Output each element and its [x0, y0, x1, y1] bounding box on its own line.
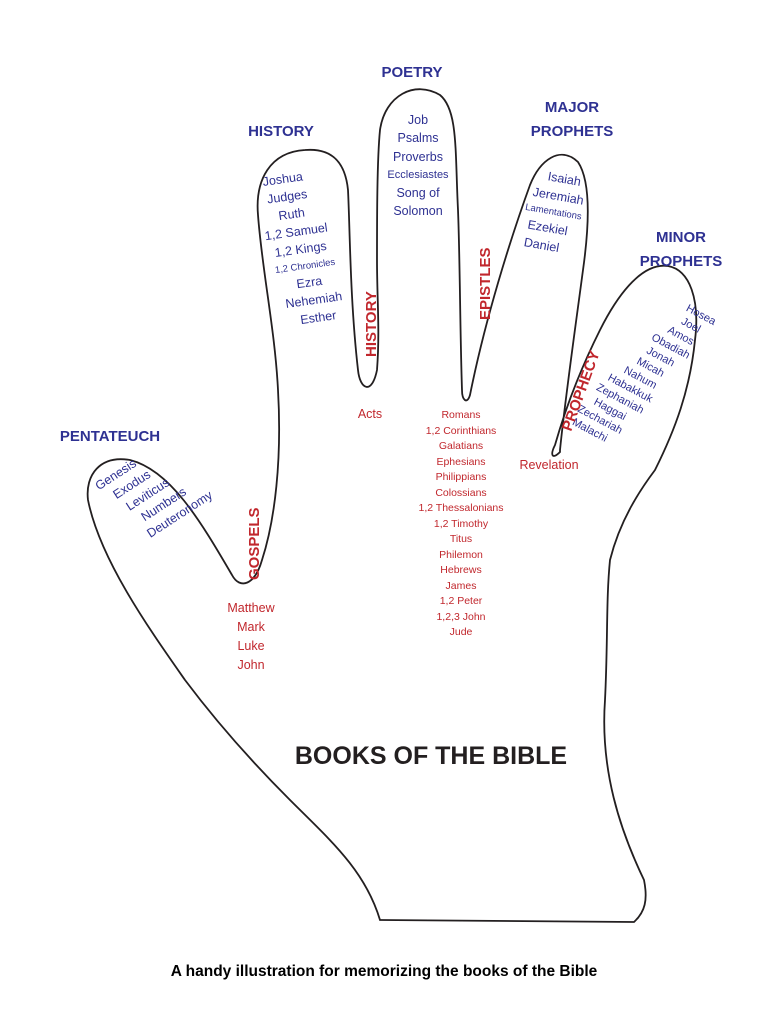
book-ezekiel: Ezekiel [527, 218, 569, 239]
book-ezra: Ezra [296, 274, 323, 291]
poetry-books: Job Psalms Proverbs Ecclesiastes Song of… [387, 113, 449, 218]
book-ruth: Ruth [278, 206, 306, 224]
gospels-label: GOSPELS [246, 507, 263, 580]
book-luke: Luke [237, 639, 264, 653]
book-romans: Romans [441, 409, 480, 421]
major-prophets-label-line2: PROPHETS [531, 123, 614, 140]
book-hebrews: Hebrews [440, 564, 481, 576]
history-books: Joshua Judges Ruth 1,2 Samuel 1,2 Kings … [262, 169, 343, 327]
book-ephesians: Ephesians [436, 456, 485, 468]
book-john: John [237, 658, 264, 672]
nt-history-label: HISTORY [363, 291, 380, 357]
book-judges: Judges [266, 187, 308, 206]
pentateuch-books: Genesis Exodus Leviticus Numbers Deutero… [93, 456, 216, 540]
book-mark: Mark [237, 620, 266, 634]
minor-prophets-label-line1: MINOR [656, 229, 706, 246]
gospels-books: Matthew Mark Luke John [227, 601, 275, 672]
book-philemon: Philemon [439, 549, 483, 561]
book-proverbs: Proverbs [393, 150, 443, 164]
book-song-of: Song of [396, 186, 440, 200]
book-acts: Acts [358, 407, 382, 421]
book-chronicles: 1,2 Chronicles [274, 257, 336, 276]
book-matthew: Matthew [227, 601, 275, 615]
minor-prophets-label-line2: PROPHETS [640, 253, 723, 270]
book-corinthians: 1,2 Corinthians [426, 425, 497, 437]
diagram-title: BOOKS OF THE BIBLE [295, 742, 567, 770]
book-james: James [446, 580, 477, 592]
pentateuch-label: PENTATEUCH [60, 428, 160, 445]
book-ecclesiastes: Ecclesiastes [387, 169, 449, 181]
minor-prophets-books: Hosea Joel Amos Obadiah Jonah Micah Nahu… [570, 302, 718, 444]
book-job: Job [408, 113, 428, 127]
book-galatians: Galatians [439, 440, 483, 452]
book-esther: Esther [299, 308, 337, 327]
epistles-label: EPISTLES [477, 247, 494, 320]
book-revelation: Revelation [519, 458, 578, 472]
book-timothy: 1,2 Timothy [434, 518, 489, 530]
book-daniel: Daniel [523, 235, 560, 255]
history-label: HISTORY [248, 123, 314, 140]
hand-outline [86, 88, 698, 923]
major-prophets-label-line1: MAJOR [545, 99, 599, 116]
epistles-books: Romans 1,2 Corinthians Galatians Ephesia… [418, 409, 503, 638]
diagram-caption: A handy illustration for memorizing the … [171, 963, 598, 980]
major-prophets-books: Isaiah Jeremiah Lamentations Ezekiel Dan… [523, 169, 585, 255]
book-titus: Titus [450, 533, 472, 545]
poetry-label: POETRY [381, 64, 442, 81]
book-john-letters: 1,2,3 John [436, 611, 485, 623]
book-kings: 1,2 Kings [274, 239, 328, 260]
book-peter: 1,2 Peter [440, 595, 483, 607]
book-solomon: Solomon [393, 204, 442, 218]
book-philippians: Philippians [436, 471, 487, 483]
book-colossians: Colossians [435, 487, 486, 499]
book-isaiah: Isaiah [547, 169, 582, 189]
book-psalms: Psalms [398, 131, 439, 145]
book-jude: Jude [450, 626, 473, 638]
book-thessalonians: 1,2 Thessalonians [418, 502, 503, 514]
book-joshua: Joshua [262, 169, 304, 188]
